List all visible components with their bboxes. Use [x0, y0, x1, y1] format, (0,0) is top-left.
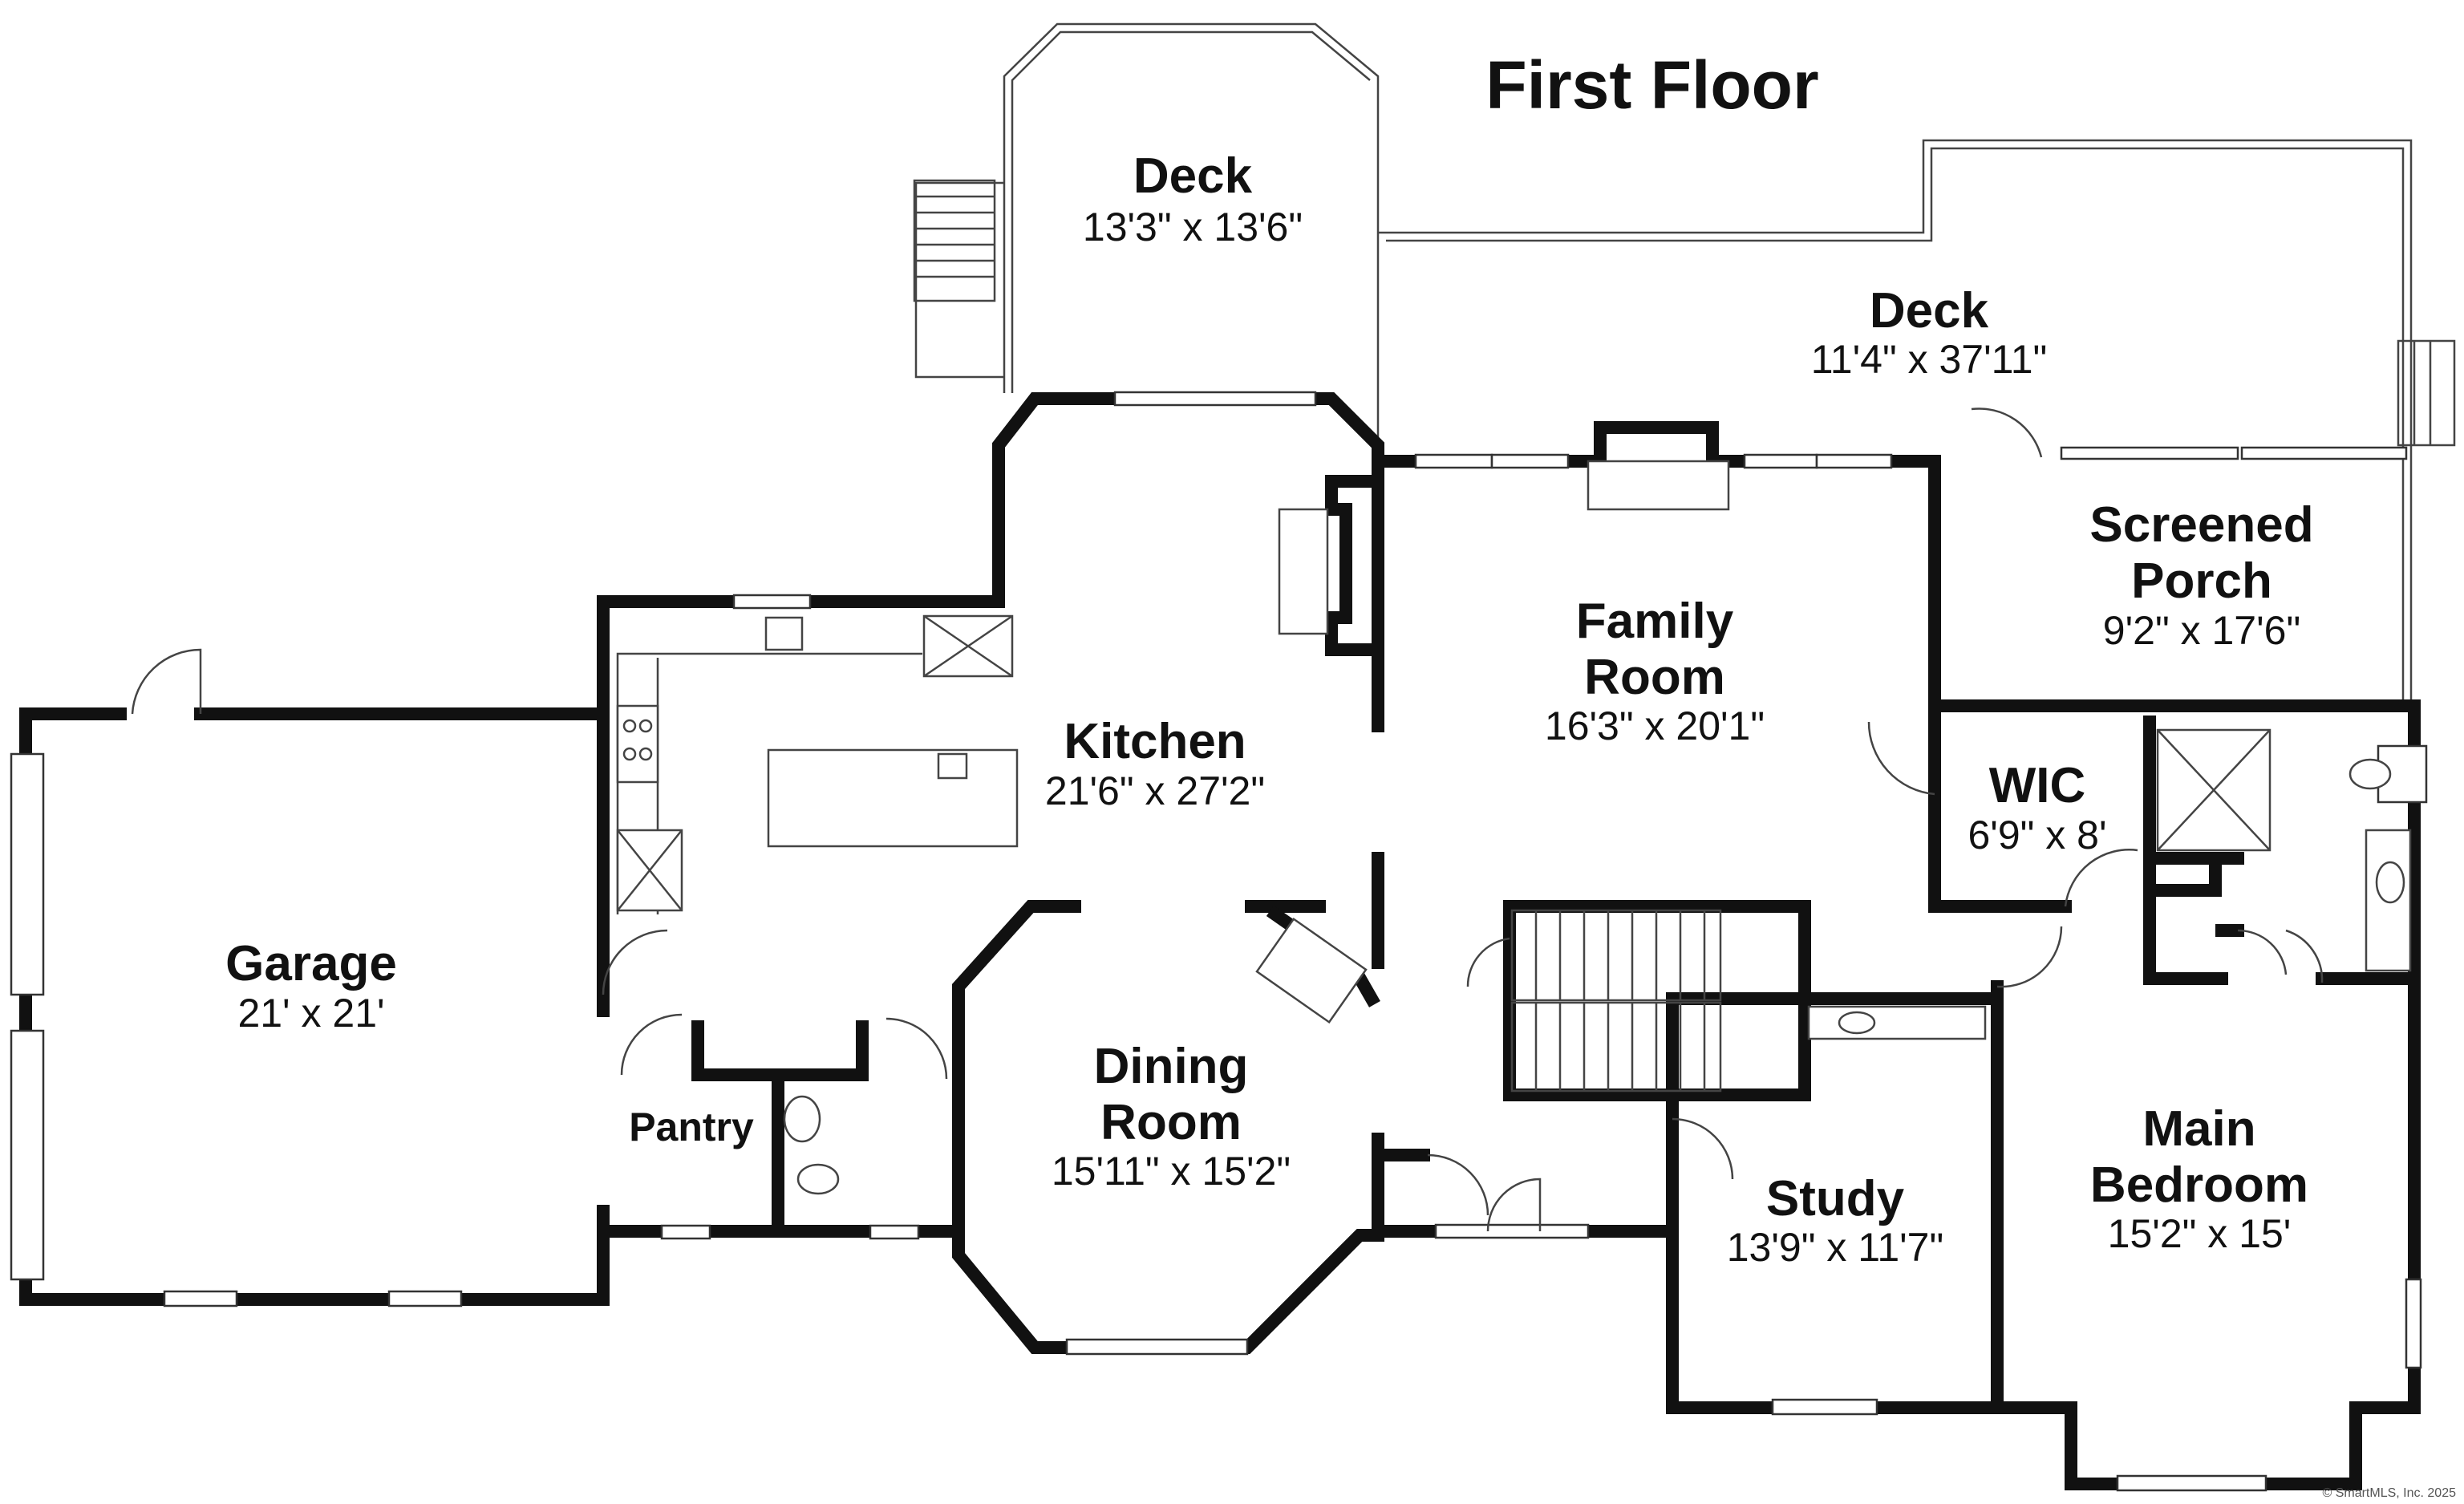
study-name: Study [1766, 1171, 1905, 1226]
main-stairs [1510, 909, 1722, 1093]
family-room-dims: 16'3" x 20'1" [1545, 703, 1765, 748]
study-dims: 13'9" x 11'7" [1727, 1225, 1944, 1270]
windows [10, 391, 2428, 1492]
wic-dims: 6'9" x 8' [1968, 813, 2106, 857]
kitchen-name: Kitchen [1064, 714, 1246, 769]
family-room-name-2: Room [1584, 650, 1725, 705]
copyright-text: © SmartMLS, Inc. 2025 [2322, 1486, 2456, 1500]
dining-room-name-2: Room [1100, 1095, 1242, 1150]
deck-rear-name: Deck [1870, 283, 1989, 339]
dining-room-dims: 15'11" x 15'2" [1052, 1149, 1291, 1194]
pantry-name: Pantry [629, 1105, 754, 1149]
floor-title: First Floor [1485, 47, 1818, 123]
family-room-name-1: Family [1576, 594, 1734, 649]
deck-stairs [913, 179, 2456, 447]
deck-upper-dims: 13'3" x 13'6" [1083, 205, 1303, 249]
bath-fixtures [783, 728, 2412, 1195]
screened-porch-dims: 9'2" x 17'6" [2103, 608, 2300, 653]
deck-outlines [914, 22, 2413, 706]
screened-porch-name-2: Porch [2131, 553, 2272, 609]
screened-porch-name-1: Screened [2089, 497, 2313, 553]
kitchen-dims: 21'6" x 27'2" [1045, 768, 1265, 813]
dining-room-name-1: Dining [1094, 1039, 1249, 1094]
kitchen-fixtures [616, 460, 1730, 914]
garage-dims: 21' x 21' [237, 991, 384, 1036]
deck-upper-name: Deck [1133, 148, 1253, 204]
doors [131, 407, 2324, 1232]
main-bedroom-name-1: Main [2142, 1101, 2255, 1157]
wic-name: WIC [1989, 758, 2086, 813]
deck-rear-dims: 11'4" x 37'11" [1811, 337, 2048, 382]
main-bedroom-name-2: Bedroom [2090, 1157, 2308, 1213]
garage-name: Garage [225, 936, 397, 991]
main-bedroom-dims: 15'2" x 15' [2108, 1211, 2292, 1256]
